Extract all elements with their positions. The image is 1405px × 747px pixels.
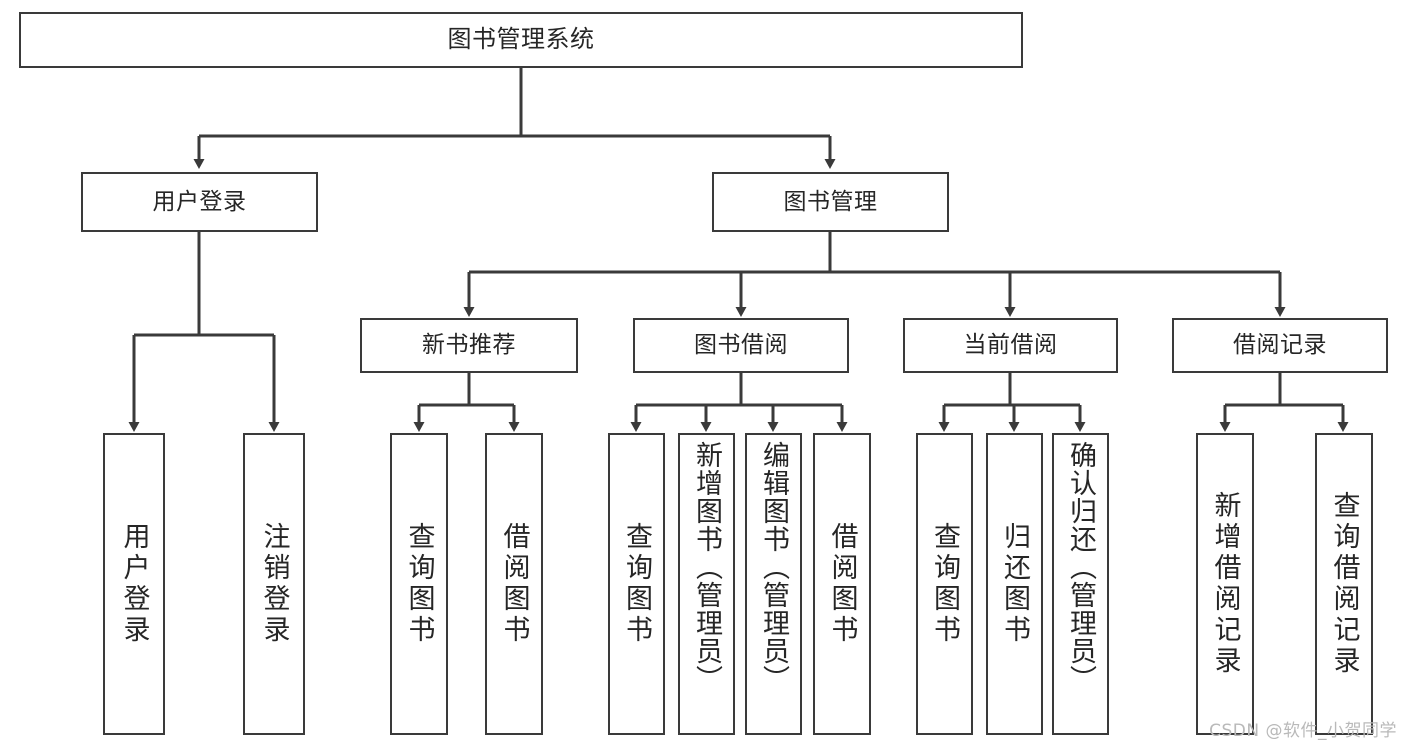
node-label: 查询图书 — [929, 522, 960, 646]
leaf-confirm-return-admin[interactable]: 确认归还（管理员） — [1052, 433, 1109, 735]
watermark-text: CSDN @软件_小贺同学 — [1209, 721, 1397, 741]
node-label: 新增图书（管理员） — [691, 441, 722, 693]
node-label: 借阅图书 — [498, 522, 530, 646]
leaf-user-login[interactable]: 用户登录 — [103, 433, 165, 735]
leaf-add-borrow-record[interactable]: 新增借阅记录 — [1196, 433, 1254, 735]
node-label: 新增借阅记录 — [1209, 491, 1241, 677]
node-label: 用户登录 — [118, 522, 150, 646]
node-label: 图书管理 — [783, 188, 878, 215]
node-label: 确认归还（管理员） — [1065, 441, 1096, 693]
node-label: 新书推荐 — [422, 332, 516, 359]
node-root-book-management-system[interactable]: 图书管理系统 — [19, 12, 1023, 68]
leaf-query-book-current[interactable]: 查询图书 — [916, 433, 973, 735]
leaf-edit-book-admin[interactable]: 编辑图书（管理员） — [745, 433, 802, 735]
node-label: 编辑图书（管理员） — [758, 441, 789, 693]
node-label: 图书借阅 — [694, 332, 788, 359]
node-new-book-recommendation[interactable]: 新书推荐 — [360, 318, 578, 373]
node-book-management[interactable]: 图书管理 — [712, 172, 949, 232]
node-label: 查询图书 — [621, 522, 652, 646]
leaf-user-logout[interactable]: 注销登录 — [243, 433, 305, 735]
leaf-borrow-book-recommendation[interactable]: 借阅图书 — [485, 433, 543, 735]
node-label: 用户登录 — [152, 188, 247, 215]
node-current-borrow[interactable]: 当前借阅 — [903, 318, 1118, 373]
node-label: 借阅记录 — [1233, 332, 1327, 359]
leaf-query-book-borrow[interactable]: 查询图书 — [608, 433, 665, 735]
node-borrow-record[interactable]: 借阅记录 — [1172, 318, 1388, 373]
node-label: 注销登录 — [258, 522, 290, 646]
node-label: 归还图书 — [999, 522, 1030, 646]
node-book-borrow[interactable]: 图书借阅 — [633, 318, 849, 373]
leaf-return-book[interactable]: 归还图书 — [986, 433, 1043, 735]
node-label: 当前借阅 — [963, 332, 1058, 359]
node-label: 查询借阅记录 — [1328, 491, 1360, 677]
leaf-borrow-book-borrow[interactable]: 借阅图书 — [813, 433, 871, 735]
node-label: 查询图书 — [403, 522, 435, 646]
node-label: 图书管理系统 — [447, 25, 595, 54]
leaf-query-book-recommendation[interactable]: 查询图书 — [390, 433, 448, 735]
leaf-query-borrow-record[interactable]: 查询借阅记录 — [1315, 433, 1373, 735]
node-label: 借阅图书 — [826, 522, 858, 646]
node-user-login[interactable]: 用户登录 — [81, 172, 318, 232]
leaf-add-book-admin[interactable]: 新增图书（管理员） — [678, 433, 735, 735]
